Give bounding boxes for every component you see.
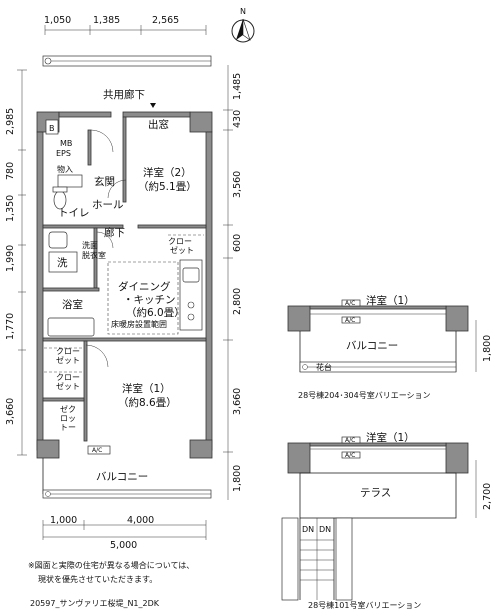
rouka-label: 廊下 — [104, 226, 125, 239]
dim-right-7: 1,800 — [232, 465, 243, 492]
room2-size: （約5.1畳） — [138, 180, 197, 193]
dim-left-1: 2,985 — [5, 108, 16, 135]
yokushitsu-label: 浴室 — [62, 298, 83, 311]
dim-right-2: 430 — [232, 110, 243, 128]
senmen-label: 洗面脱衣室 — [82, 240, 106, 260]
genkan-label: 玄関 — [94, 175, 115, 188]
dim-left-5: 1,770 — [5, 313, 16, 340]
dim-right-1: 1,485 — [232, 73, 243, 100]
b-box-label: B — [49, 124, 55, 133]
plan-id: 20597_サンヴァリエ桜堤_N1_2DK — [30, 598, 160, 608]
svg-text:A/C: A/C — [345, 300, 355, 307]
mb-label: MB — [60, 139, 72, 148]
right-dimensions: 1,485 430 3,560 600 2,800 3,660 1,800 — [223, 65, 243, 500]
balcony: バルコニー — [42, 458, 212, 499]
closet-d-label: ゼクロットー — [60, 404, 76, 432]
dim-left-6: 3,660 — [5, 398, 16, 425]
dim-top-1: 1,050 — [44, 15, 71, 26]
ac-label: A/C — [92, 447, 102, 454]
balcony-label: バルコニー — [96, 471, 148, 483]
dim-right-6: 3,660 — [232, 388, 243, 415]
dim-left-2: 780 — [5, 162, 16, 180]
dim-right-5: 2,800 — [232, 288, 243, 315]
dk-name: ダイニング・キッチン — [118, 280, 176, 306]
compass: N — [231, 7, 255, 43]
var2-dn-right: DN — [319, 525, 331, 534]
var1-balcony: バルコニー — [346, 340, 398, 352]
dk-floor-label: 床暖房設置範囲 — [111, 319, 167, 329]
var2-room: 洋室（1） — [366, 431, 415, 444]
var2-caption: 28号棟101号室バリエーション — [308, 600, 421, 610]
fixtures: B MB EPS 物入 A/C — [44, 103, 204, 455]
room-labels: 出窓 玄関 トイレ ホール 洋室（2） （約5.1畳） 廊下 クローゼット 洗面… — [56, 118, 197, 432]
var2-dim: 2,700 — [482, 483, 493, 510]
variation-2: A/C A/C 洋室（1） テラス DN DN 2,700 28号棟101号室バ… — [281, 431, 493, 610]
compass-label: N — [240, 7, 246, 16]
closet-c-label: クローゼット — [56, 373, 80, 391]
closet-a-label: クローゼット — [168, 237, 194, 255]
hall-label: ホール — [92, 199, 124, 211]
left-dimensions: 2,985 780 1,350 1,990 1,770 3,660 — [5, 108, 26, 425]
dim-bottom-1: 1,000 — [50, 515, 77, 526]
svg-text:A/C: A/C — [345, 317, 355, 324]
closet-b-label: クローゼット — [56, 347, 80, 365]
note-text: ※図面と実際の住宅が異なる場合については、現状を優先させていただきます。 — [28, 560, 194, 584]
dim-right-3: 3,560 — [232, 171, 243, 198]
corridor-rail — [42, 55, 212, 67]
var1-room: 洋室（1） — [366, 294, 415, 307]
svg-text:A/C: A/C — [345, 437, 355, 444]
room1-name: 洋室（1） — [122, 382, 171, 395]
toilet-label: トイレ — [58, 207, 90, 219]
sentaku-label: 洗 — [57, 257, 68, 269]
var1-dim: 1,800 — [482, 335, 493, 362]
variation-1: A/C A/C 洋室（1） バルコニー 花台 1,800 28号棟204･304… — [287, 294, 493, 400]
var1-caption: 28号棟204･304号室バリエーション — [298, 390, 431, 400]
monoire-label: 物入 — [57, 164, 73, 174]
var2-dn-left: DN — [302, 525, 314, 534]
dim-bottom-2: 4,000 — [127, 515, 154, 526]
var2-terrace: テラス — [360, 487, 391, 499]
top-dimensions: 1,050 1,385 2,565 — [44, 15, 207, 35]
dim-right-4: 600 — [232, 234, 243, 252]
dim-bottom-total: 5,000 — [110, 540, 137, 551]
var1-flower: 花台 — [316, 362, 332, 372]
dim-left-3: 1,350 — [5, 195, 16, 222]
demado-label: 出窓 — [148, 118, 169, 131]
room2-name: 洋室（2） — [143, 166, 192, 179]
svg-text:A/C: A/C — [345, 452, 355, 459]
dim-left-4: 1,990 — [5, 245, 16, 272]
bottom-dimensions: 1,000 4,000 5,000 — [42, 515, 207, 551]
walls — [36, 111, 213, 459]
eps-label: EPS — [56, 149, 71, 158]
dim-top-2: 1,385 — [93, 15, 120, 26]
corridor-label: 共用廊下 — [103, 88, 145, 101]
dk-size: （約6.0畳） — [126, 306, 185, 319]
dim-top-3: 2,565 — [152, 15, 179, 26]
room1-size: （約8.6畳） — [118, 396, 177, 409]
